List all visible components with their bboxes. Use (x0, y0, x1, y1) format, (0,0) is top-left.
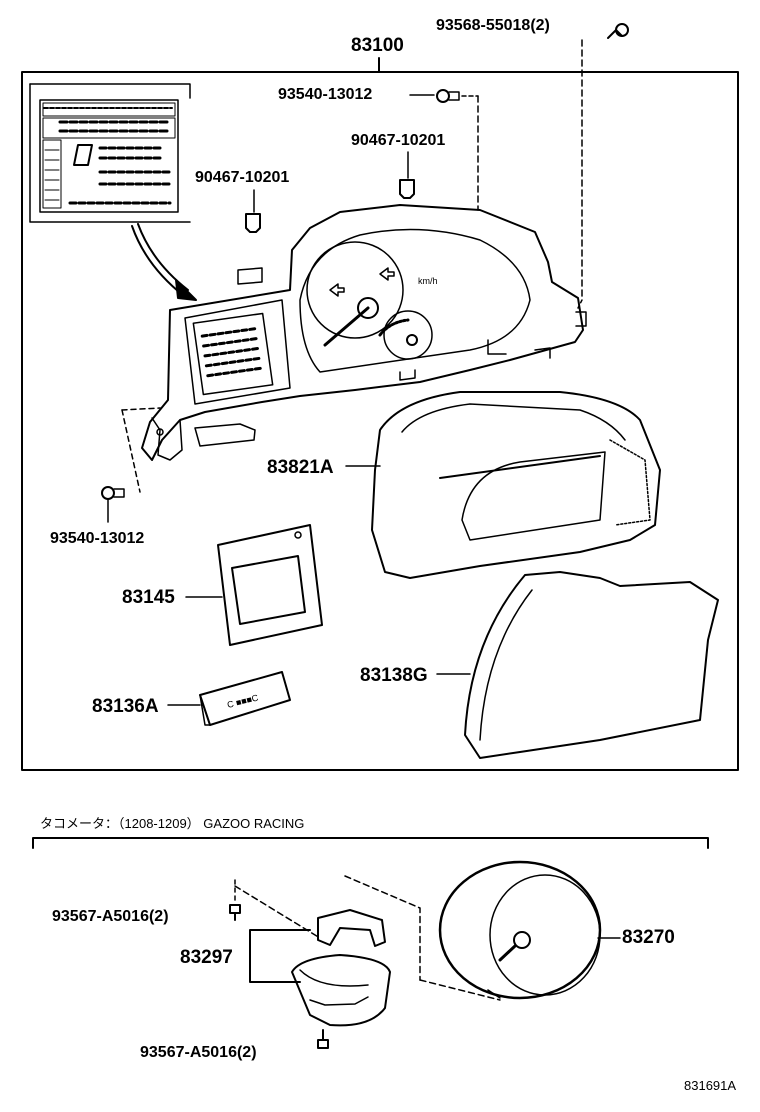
screw-93540-left-label: 93540-13012 (50, 530, 145, 547)
lower-section-bracket (32, 837, 709, 849)
lcd-display-inset (29, 83, 191, 223)
part-83821A-label: 83821A (267, 457, 334, 478)
inset-arrow (131, 223, 197, 301)
switch-label: C ■■■C (226, 692, 260, 710)
clip-right (399, 151, 415, 199)
screw-93540-top (409, 89, 479, 211)
clip-left-label: 90467-10201 (195, 169, 290, 186)
part-83145-label: 83145 (122, 587, 175, 608)
display-board (185, 524, 323, 646)
screw-93568 (577, 23, 629, 309)
upper-assembly-frame (21, 57, 739, 771)
diagram-code: 831691A (684, 1078, 737, 1093)
meter-glass (436, 571, 719, 759)
part-83270-label: 83270 (622, 927, 675, 948)
kmh-mark: km/h (418, 276, 438, 286)
screw-93568-label: 93568-55018(2) (436, 17, 550, 34)
part-83100-label: 83100 (351, 35, 404, 56)
section-note: タコメータ：（1208-1209） GAZOO RACING (40, 816, 305, 831)
part-83136A-label: 83136A (92, 696, 159, 717)
bracket-83297 (249, 909, 391, 1027)
combination-meter-housing (141, 204, 587, 461)
screw-a5016-bottom (317, 1029, 329, 1049)
clip-left (245, 189, 261, 233)
meter-lens (345, 391, 661, 579)
screw-a5016-bottom-label: 93567-A5016(2) (140, 1044, 257, 1061)
screw-93540-top-label: 93540-13012 (278, 86, 373, 103)
clip-right-label: 90467-10201 (351, 132, 446, 149)
trip-switch (167, 671, 291, 726)
tachometer-83270 (344, 860, 621, 1001)
screw-a5016-top-label: 93567-A5016(2) (52, 908, 169, 925)
part-83297-label: 83297 (180, 947, 233, 968)
screw-93540-left (101, 407, 161, 523)
part-83138G-label: 83138G (360, 665, 428, 686)
